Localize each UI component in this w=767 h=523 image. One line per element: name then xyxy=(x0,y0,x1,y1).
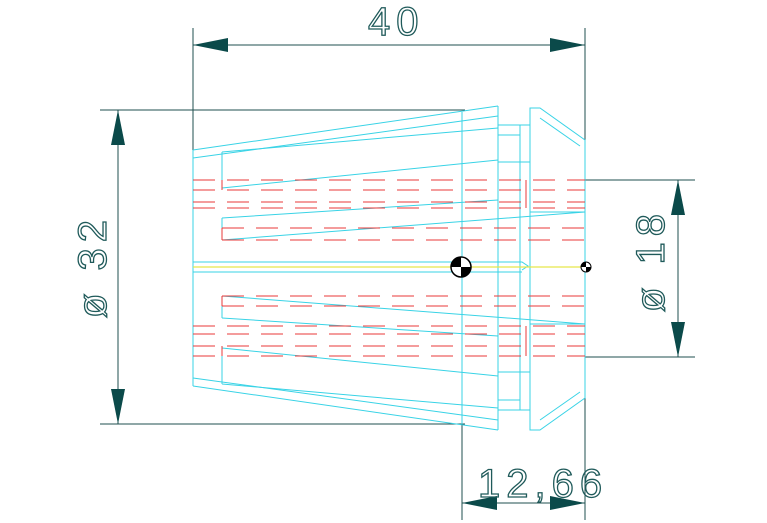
slot-upper-2 xyxy=(221,199,586,241)
centre-mark-large-icon xyxy=(450,256,472,278)
groove-bottom xyxy=(498,371,530,411)
dimension-text-length: 40 xyxy=(368,0,425,44)
arrow-top xyxy=(111,110,125,145)
centerline-group xyxy=(193,256,592,278)
taper-lower-outer-2 xyxy=(192,377,499,421)
arrow-bore-top xyxy=(671,180,685,215)
arrow-bore-bottom xyxy=(671,322,685,357)
slot-lower-2 xyxy=(221,317,499,337)
centre-mark-small-icon xyxy=(580,261,592,273)
dimension-outer-diameter: ø 32 xyxy=(70,109,465,425)
arrow-left xyxy=(193,38,228,52)
dimension-text-nut-length: 12,66 xyxy=(478,462,608,506)
arrow-nut-left xyxy=(462,496,497,510)
groove-top xyxy=(498,124,530,163)
taper-lower-outer xyxy=(192,385,499,431)
slot-upper-1 xyxy=(221,127,499,188)
front-cone-inner-lower xyxy=(539,391,581,421)
central-slot-upper xyxy=(193,261,529,271)
hidden-lines xyxy=(193,179,585,357)
dimension-text-bore-diameter: ø 18 xyxy=(629,208,673,312)
slot-upper-1b xyxy=(221,159,499,189)
front-cone-inner-upper xyxy=(539,117,581,147)
dimension-bore-diameter: ø 18 xyxy=(585,179,695,358)
arrow-nut-right xyxy=(550,496,585,510)
slot-lower-3 xyxy=(221,347,499,409)
slot-lower-1 xyxy=(221,295,586,325)
dimension-text-outer-diameter: ø 32 xyxy=(71,214,115,318)
collet-outline xyxy=(192,105,586,431)
dimension-nut-length: 12,66 xyxy=(461,420,608,520)
arrow-right xyxy=(550,38,585,52)
taper-upper-outer xyxy=(192,105,499,151)
dimension-length: 40 xyxy=(192,0,586,520)
arrow-bottom xyxy=(111,389,125,424)
front-cone-upper xyxy=(529,107,586,431)
taper-upper-outer-2 xyxy=(192,115,499,159)
